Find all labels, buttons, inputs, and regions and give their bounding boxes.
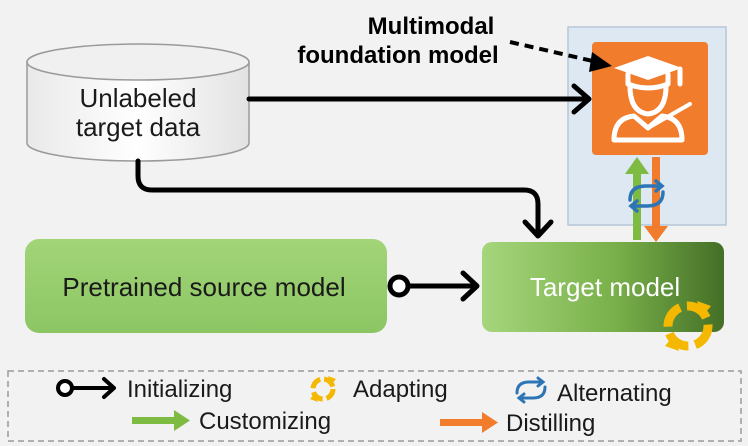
legend-distilling-icon [440, 412, 498, 433]
source-model-label: Pretrained source model [62, 272, 345, 302]
data-label-line1: Unlabeled [79, 83, 196, 113]
foundation-pointer-arrow [509, 40, 612, 72]
data-to-foundation-arrow [246, 83, 592, 115]
foundation-label-line1: Multimodal [368, 13, 495, 40]
legend-alternating-icon [515, 376, 547, 404]
legend-alternating-label: Alternating [557, 380, 672, 407]
alternating-icon [628, 179, 665, 213]
legend-initializing-label: Initializing [127, 376, 232, 403]
legend-adapting-label: Adapting [353, 376, 448, 403]
data-label-line2: target data [76, 112, 201, 142]
foundation-model-box [592, 42, 708, 155]
teacher-icon [611, 56, 692, 143]
legend-customizing-label: Customizing [199, 408, 331, 435]
legend-initializing-icon [56, 377, 116, 399]
legend-adapting-icon [310, 376, 336, 402]
adapting-icon [663, 301, 713, 351]
legend-customizing-icon [132, 410, 190, 431]
source-model-box [25, 239, 387, 333]
legend-distilling-label: Distilling [506, 410, 595, 437]
legend-box [7, 370, 742, 442]
target-model-label: Target model [530, 272, 680, 302]
target-model-box [482, 242, 724, 332]
initializing-arrow [387, 270, 480, 302]
unlabeled-data-cylinder [26, 43, 250, 162]
data-to-target-arrow [135, 158, 554, 239]
foundation-label-line2: foundation model [297, 42, 498, 69]
